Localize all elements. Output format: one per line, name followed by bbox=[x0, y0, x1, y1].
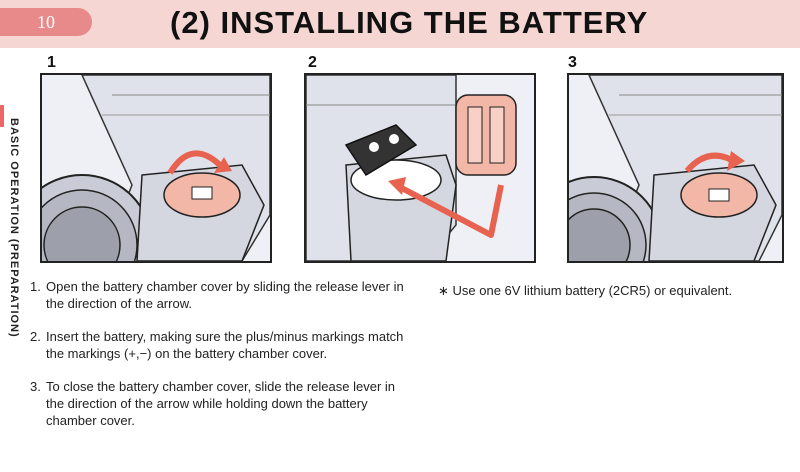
page-title: (2) INSTALLING THE BATTERY bbox=[170, 5, 649, 40]
header-band bbox=[0, 0, 800, 48]
instruction-text: Open the battery chamber cover by slidin… bbox=[46, 279, 404, 311]
instruction-number: 1. bbox=[30, 279, 41, 294]
instruction-text: To close the battery chamber cover, slid… bbox=[46, 379, 396, 428]
battery-note: ∗ Use one 6V lithium battery (2CR5) or e… bbox=[438, 283, 733, 298]
figure-2-label: 2 bbox=[308, 54, 317, 71]
figure-3-label: 3 bbox=[568, 54, 577, 71]
figure-3 bbox=[567, 73, 784, 263]
figure-1-label: 1 bbox=[47, 54, 56, 71]
section-marker bbox=[0, 105, 4, 127]
section-label: BASIC OPERATION (PREPARATION) bbox=[8, 118, 20, 338]
figure-1 bbox=[40, 73, 272, 263]
instruction-item: 2. Insert the battery, making sure the p… bbox=[30, 328, 410, 362]
instruction-list: 1. Open the battery chamber cover by sli… bbox=[30, 278, 410, 445]
figure-2 bbox=[304, 73, 536, 263]
instruction-item: 1. Open the battery chamber cover by sli… bbox=[30, 278, 410, 312]
camera-illustration-1 bbox=[42, 75, 270, 261]
instruction-number: 3. bbox=[30, 379, 41, 394]
instruction-text: Insert the battery, making sure the plus… bbox=[46, 329, 404, 361]
instruction-number: 2. bbox=[30, 329, 41, 344]
instruction-item: 3. To close the battery chamber cover, s… bbox=[30, 378, 410, 429]
page-number: 10 bbox=[0, 8, 92, 36]
camera-illustration-2 bbox=[306, 75, 534, 261]
camera-illustration-3 bbox=[569, 75, 782, 261]
